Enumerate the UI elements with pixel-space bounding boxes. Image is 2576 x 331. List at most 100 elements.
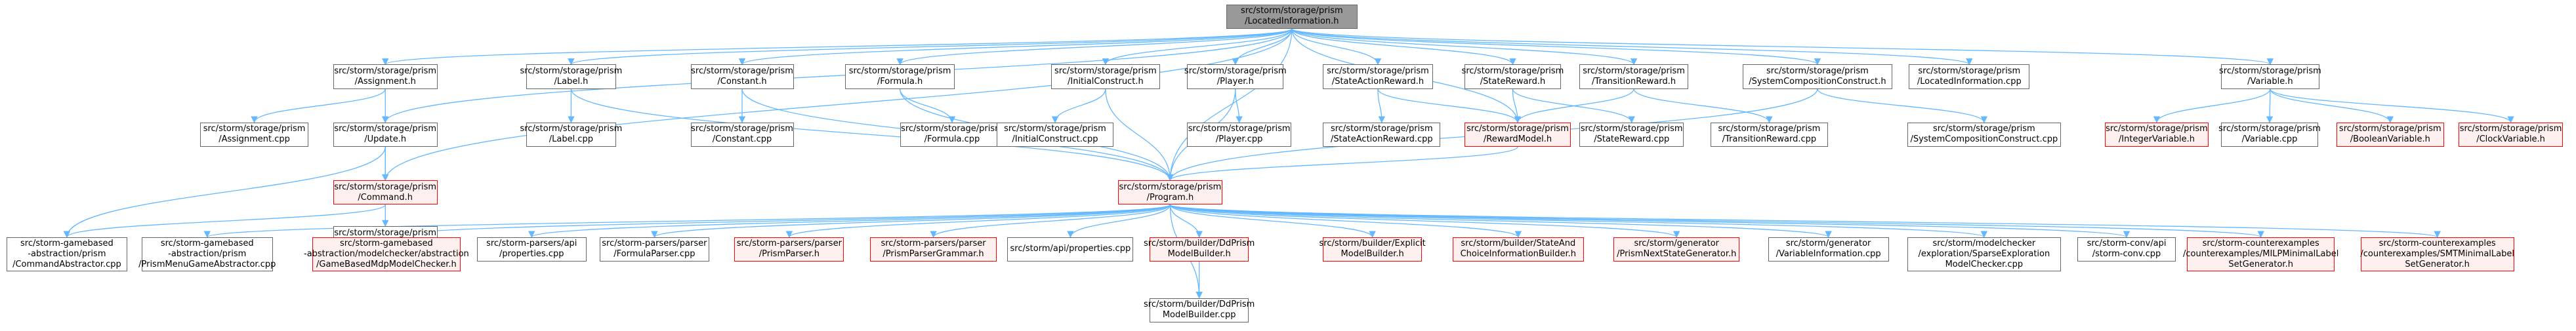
graph-node-stormconv-cpp[interactable]: src/storm-conv/api/storm-conv.cpp [2077,237,2176,262]
node-label-line: src/storm/storage/prism [1188,124,1291,134]
node-label-line: /GameBasedMdpModelChecker.h [316,259,457,269]
node-label-line: -abstraction/prism [168,248,247,259]
node-label-line: ModelChecker.cpp [1945,259,2024,269]
graph-node-milp-h[interactable]: src/storm-counterexamples/counterexample… [2183,237,2338,272]
node-label-line: /Formula.cpp [924,134,980,145]
node-label-line: src/storm/storage/prism [2338,124,2441,134]
graph-node-api-properties-cpp[interactable]: src/storm/api/properties.cpp [1007,237,1134,262]
graph-node-assignment-h[interactable]: src/storm/storage/prism/Assignment.h [333,64,438,89]
graph-node-smt-h[interactable]: src/storm-counterexamples/counterexample… [2360,237,2514,272]
graph-node-prismnextstate-h[interactable]: src/storm/generator/PrismNextStateGenera… [1613,237,1740,262]
graph-node-initialconstruct-cpp[interactable]: src/storm/storage/prism/InitialConstruct… [996,122,1114,147]
graph-edge-prismnextstate-h-to-program-h [1169,204,1680,238]
graph-node-variable-cpp[interactable]: src/storm/storage/prism/Variable.cpp [2218,122,2321,147]
graph-node-root[interactable]: src/storm/storage/prism/LocatedInformati… [1226,4,1358,29]
node-label-line: src/storm-gamebased [160,238,254,248]
graph-edge-command-h-to-root [382,28,1293,182]
graph-node-booleanvariable-h[interactable]: src/storm/storage/prism/BooleanVariable.… [2336,122,2444,147]
node-label-line: /StateReward.h [1480,76,1546,87]
node-label-line: src/storm/storage/prism [901,124,1003,134]
node-label-line: /LocatedInformation.cpp [1917,76,2022,87]
graph-edge-initialconstruct-cpp-to-initialconstruct-h [1051,88,1106,123]
node-label-line: /storm-conv.cpp [2092,249,2161,260]
node-label-line: /Label.h [554,76,589,87]
graph-node-assignment-cpp[interactable]: src/storm/storage/prism/Assignment.cpp [199,122,309,147]
graph-node-parsers-api-properties-cpp[interactable]: src/storm-parsers/api/properties.cpp [476,237,587,262]
graph-node-transitionreward-cpp[interactable]: src/storm/storage/prism/TransitionReward… [1711,122,1828,147]
graph-node-label-h[interactable]: src/storm/storage/prism/Label.h [520,64,622,89]
graph-node-variableinformation-cpp[interactable]: src/storm/generator/VariableInformation.… [1768,237,1889,262]
node-label-line: src/storm/storage/prism [1184,66,1287,76]
node-label-line: src/storm/storage/prism [334,124,437,134]
node-label-line: /exploration/SparseExploration [1918,248,2050,259]
graph-edge-cmdabstractor-cpp-to-command-h [63,204,386,238]
node-label-line: /Formula.h [877,76,923,87]
graph-node-player-h[interactable]: src/storm/storage/prism/Player.h [1184,64,1287,89]
graph-node-prismmenu-cpp[interactable]: src/storm-gamebased-abstraction/prism/Pr… [138,237,276,272]
graph-node-formula-h[interactable]: src/storm/storage/prism/Formula.h [845,64,955,89]
graph-node-formulaparser-cpp[interactable]: src/storm-parsers/parser/FormulaParser.c… [599,237,709,262]
node-label-line: src/storm/storage/prism [203,124,306,134]
node-label-line: src/storm/storage/prism [1054,66,1157,76]
graph-node-transitionreward-h[interactable]: src/storm/storage/prism/TransitionReward… [1579,64,1688,89]
node-label-line: /Variable.h [2247,76,2293,87]
node-label-line: src/storm/storage/prism [1466,124,1569,134]
node-label-line: src/storm-gamebased [340,238,433,248]
graph-edge-prismparsergrammar-h-to-program-h [930,204,1171,238]
node-label-line: src/storm/generator [1634,239,1719,249]
graph-node-variable-h[interactable]: src/storm/storage/prism/Variable.h [2219,64,2321,89]
node-label-line: SetGenerator.h [2405,259,2470,269]
node-label-line: src/storm/storage/prism [334,66,437,76]
graph-node-stateactionreward-cpp[interactable]: src/storm/storage/prism/StateActionRewar… [1323,122,1441,147]
graph-node-initialconstruct-h[interactable]: src/storm/storage/prism/InitialConstruct… [1051,64,1160,89]
graph-edge-update-h-to-root [382,28,1293,123]
graph-node-rewardmodel-h[interactable]: src/storm/storage/prism/RewardModel.h [1464,122,1571,147]
graph-node-stateactionreward-h[interactable]: src/storm/storage/prism/StateActionRewar… [1323,64,1433,89]
node-label-line: src/storm/storage/prism [1330,124,1433,134]
graph-edge-formula-cpp-to-formula-h [899,88,956,123]
node-label-line: src/storm/builder/DdPrism [1144,239,1255,249]
graph-edge-variableinformation-cpp-to-program-h [1169,204,1832,238]
node-label-line: /Assignment.h [354,76,416,87]
graph-node-player-cpp[interactable]: src/storm/storage/prism/Player.cpp [1187,122,1291,147]
graph-node-formula-cpp[interactable]: src/storm/storage/prism/Formula.cpp [900,122,1005,147]
graph-node-gamebased-checker-h[interactable]: src/storm-gamebased-abstraction/modelche… [304,237,469,272]
graph-edge-stateactionreward-cpp-to-stateactionreward-h [1377,88,1386,123]
graph-node-command-h[interactable]: src/storm/storage/prism/Command.h [333,180,438,205]
graph-node-constant-h[interactable]: src/storm/storage/prism/Constant.h [690,64,794,89]
graph-node-statereward-cpp[interactable]: src/storm/storage/prism/StateReward.cpp [1579,122,1684,147]
graph-edge-player-cpp-to-player-h [1235,88,1243,123]
graph-node-statereward-h[interactable]: src/storm/storage/prism/StateReward.h [1462,64,1564,89]
graph-node-locatedinformation-cpp[interactable]: src/storm/storage/prism/LocatedInformati… [1909,64,2030,89]
graph-node-clockvariable-h[interactable]: src/storm/storage/prism/ClockVariable.h [2459,122,2563,147]
graph-node-constant-cpp[interactable]: src/storm/storage/prism/Constant.cpp [690,122,794,147]
graph-node-program-h[interactable]: src/storm/storage/prism/Program.h [1118,180,1222,205]
graph-node-cmdabstractor-cpp[interactable]: src/storm-gamebased-abstraction/prism/Co… [7,237,127,272]
graph-node-integervariable-h[interactable]: src/storm/storage/prism/IntegerVariable.… [2104,122,2209,147]
node-label-line: src/storm-parsers/parser [881,239,986,249]
graph-edge-player-h-to-root [1232,28,1293,66]
graph-edge-initialconstruct-h-to-root [1102,28,1293,66]
graph-node-prismparsergrammar-h[interactable]: src/storm-parsers/parser/PrismParserGram… [870,237,997,262]
graph-edge-parsers-api-properties-cpp-to-program-h [528,204,1171,238]
graph-edge-label-h-to-root [568,28,1293,66]
node-label-line: /Constant.cpp [712,134,772,145]
graph-node-label-cpp[interactable]: src/storm/storage/prism/Label.cpp [520,122,622,147]
node-label-line: -abstraction/prism [28,248,106,259]
graph-edge-cmdabstractor-cpp-to-update-h [63,146,386,238]
graph-edge-systemcomposition-h-to-root [1291,28,1821,66]
graph-node-systemcomposition-cpp[interactable]: src/storm/storage/prism/SystemCompositio… [1907,122,2061,147]
node-label-line: src/storm-gamebased [20,238,114,248]
graph-node-prismparser-h[interactable]: src/storm-parsers/parser/PrismParser.h [734,237,844,262]
graph-node-sparseexploration-cpp[interactable]: src/storm/modelchecker/exploration/Spars… [1907,237,2061,272]
node-label-line: /Update.h [364,134,407,145]
graph-node-update-h[interactable]: src/storm/storage/prism/Update.h [333,122,438,147]
graph-node-systemcomposition-h[interactable]: src/storm/storage/prism/SystemCompositio… [1743,64,1892,89]
graph-edge-statereward-h-to-root [1291,28,1516,66]
graph-edge-systemcomposition-cpp-to-systemcomposition-h [1817,88,1987,123]
